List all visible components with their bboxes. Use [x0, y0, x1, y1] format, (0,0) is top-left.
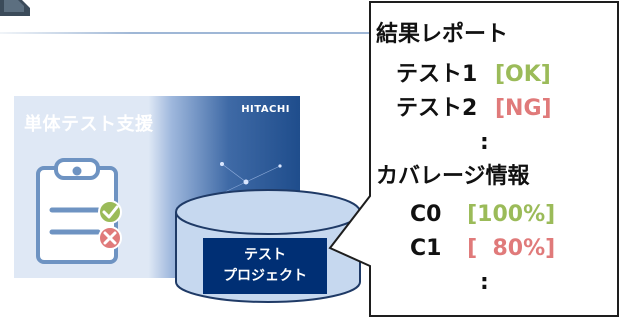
- c0-name: C0: [410, 202, 442, 227]
- c1-name: C1: [410, 236, 442, 261]
- test2-row: テスト2 [NG]: [396, 96, 552, 122]
- test1-status: [OK]: [494, 62, 551, 87]
- c0-row: C0 [100%]: [410, 202, 555, 228]
- test1-row: テスト1 [OK]: [396, 62, 551, 88]
- test2-name: テスト2: [396, 96, 478, 121]
- coverage-heading: カバレージ情報: [376, 164, 530, 189]
- c0-value: [100%]: [467, 202, 556, 227]
- test-project-label-line1: テスト: [244, 247, 286, 263]
- header-divider: [0, 32, 380, 34]
- product-title: 単体テスト支援: [24, 114, 154, 135]
- result-report-heading: 結果レポート: [376, 22, 509, 47]
- test-project-label: テスト プロジェクト: [203, 238, 327, 294]
- c1-row: C1 [ 80%]: [410, 236, 555, 262]
- ellipsis-2: :: [480, 270, 489, 295]
- ellipsis-1: :: [480, 130, 489, 155]
- slide-corner-icon: [0, 0, 30, 16]
- checklist-clipboard-icon: [36, 158, 122, 264]
- test2-status: [NG]: [494, 96, 552, 121]
- test-project-label-line2: プロジェクト: [223, 268, 307, 284]
- results-panel: 結果レポート テスト1 [OK] テスト2 [NG] : カバレージ情報 C0 …: [376, 8, 612, 314]
- test1-name: テスト1: [396, 62, 478, 87]
- c1-value: [ 80%]: [467, 236, 556, 261]
- brand-logo: HITACHI: [241, 104, 290, 115]
